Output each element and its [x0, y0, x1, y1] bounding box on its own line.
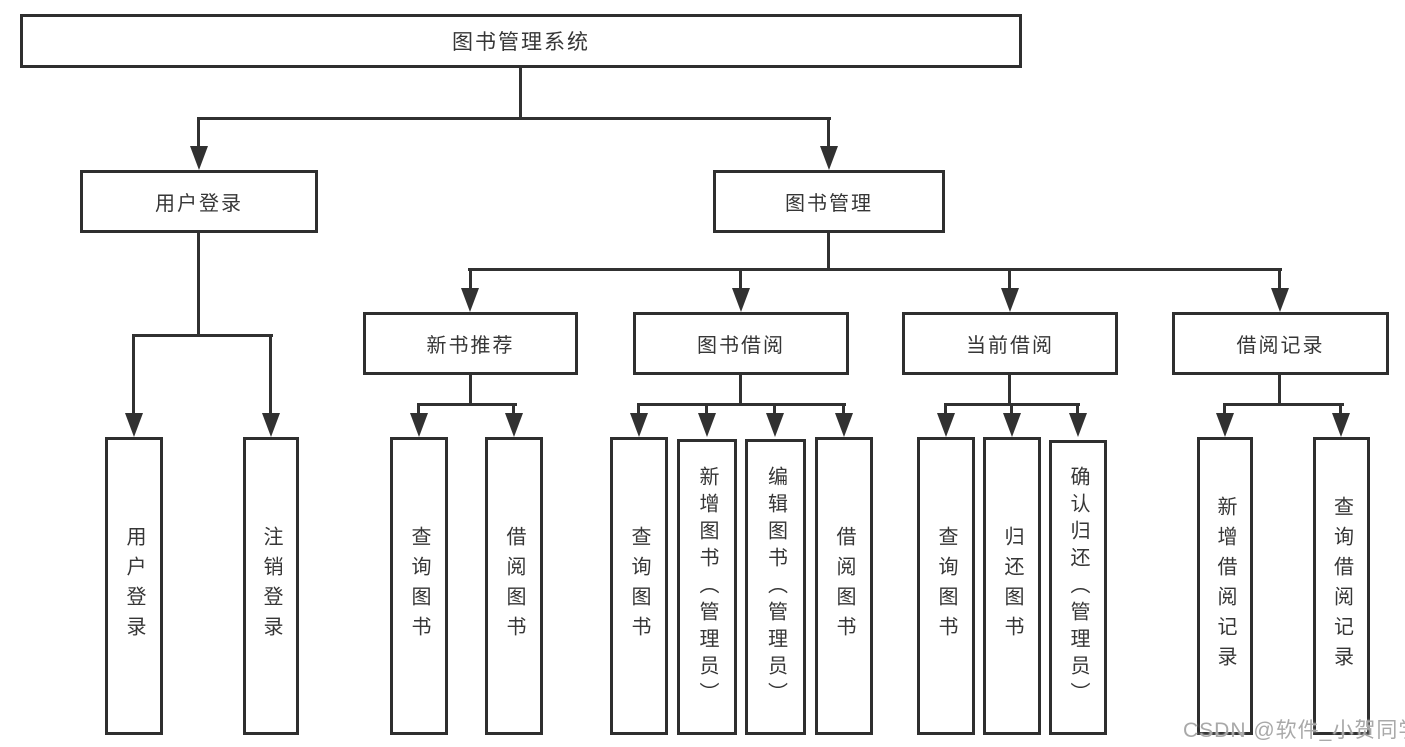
connector-line — [637, 403, 640, 416]
arrow-down-icon — [461, 288, 479, 312]
node-book-borrowing: 图书借阅 — [633, 312, 849, 375]
arrow-down-icon — [1003, 413, 1021, 437]
connector-line — [1008, 375, 1011, 406]
arrow-down-icon — [1271, 288, 1289, 312]
connector-line — [417, 403, 420, 416]
leaf-add-books-admin: 新增图书（管理员） — [677, 439, 737, 735]
leaf-edit-books-admin: 编辑图书（管理员） — [745, 439, 806, 735]
connector-line — [269, 334, 272, 415]
node-user-login: 用户登录 — [80, 170, 318, 233]
connector-line — [1008, 268, 1011, 290]
connector-line — [469, 375, 472, 406]
connector-line — [827, 117, 830, 148]
node-library-management-system: 图书管理系统 — [20, 14, 1022, 68]
connector-line — [1278, 375, 1281, 406]
arrow-down-icon — [262, 413, 280, 437]
connector-line — [519, 68, 522, 118]
arrow-down-icon — [835, 413, 853, 437]
arrow-down-icon — [698, 413, 716, 437]
connector-line — [1010, 403, 1013, 416]
connector-line — [512, 403, 515, 416]
arrow-down-icon — [766, 413, 784, 437]
connector-line — [132, 334, 135, 415]
node-book-management: 图书管理 — [713, 170, 945, 233]
node-borrowing-records: 借阅记录 — [1172, 312, 1389, 375]
arrow-down-icon — [732, 288, 750, 312]
connector-line — [417, 403, 517, 406]
arrow-down-icon — [125, 413, 143, 437]
connector-line — [197, 233, 200, 336]
leaf-logout-login: 注销登录 — [243, 437, 299, 735]
connector-line — [842, 403, 845, 416]
connector-line — [705, 403, 708, 416]
leaf-query-books-newrec: 查询图书 — [390, 437, 448, 735]
arrow-down-icon — [1332, 413, 1350, 437]
connector-line — [739, 268, 742, 290]
leaf-query-borrow-record: 查询借阅记录 — [1313, 437, 1370, 735]
connector-line — [739, 375, 742, 406]
arrow-down-icon — [1216, 413, 1234, 437]
leaf-borrow-books-newrec: 借阅图书 — [485, 437, 543, 735]
connector-line — [773, 403, 776, 416]
connector-line — [198, 117, 831, 120]
node-new-book-recommendation: 新书推荐 — [363, 312, 578, 375]
connector-line — [1223, 403, 1344, 406]
connector-line — [469, 268, 472, 290]
connector-line — [1339, 403, 1342, 416]
leaf-borrow-books-borrow: 借阅图书 — [815, 437, 873, 735]
arrow-down-icon — [1069, 413, 1087, 437]
connector-line — [827, 233, 830, 271]
leaf-return-books: 归还图书 — [983, 437, 1041, 735]
node-current-borrowing: 当前借阅 — [902, 312, 1118, 375]
connector-line — [197, 117, 200, 148]
leaf-query-books-current: 查询图书 — [917, 437, 975, 735]
connector-line — [1076, 403, 1079, 416]
leaf-confirm-return-admin: 确认归还（管理员） — [1049, 440, 1107, 735]
leaf-user-login: 用户登录 — [105, 437, 163, 735]
connector-line — [1278, 268, 1281, 290]
arrow-down-icon — [630, 413, 648, 437]
connector-line — [944, 403, 947, 416]
connector-line — [132, 334, 273, 337]
arrow-down-icon — [820, 146, 838, 170]
leaf-query-books-borrow: 查询图书 — [610, 437, 668, 735]
connector-line — [637, 403, 846, 406]
leaf-add-borrow-record: 新增借阅记录 — [1197, 437, 1253, 735]
connector-line — [468, 268, 1282, 271]
arrow-down-icon — [505, 413, 523, 437]
arrow-down-icon — [410, 413, 428, 437]
arrow-down-icon — [1001, 288, 1019, 312]
arrow-down-icon — [937, 413, 955, 437]
arrow-down-icon — [190, 146, 208, 170]
watermark: CSDN @软件_小贺同学 — [1183, 719, 1405, 742]
connector-line — [1223, 403, 1226, 416]
